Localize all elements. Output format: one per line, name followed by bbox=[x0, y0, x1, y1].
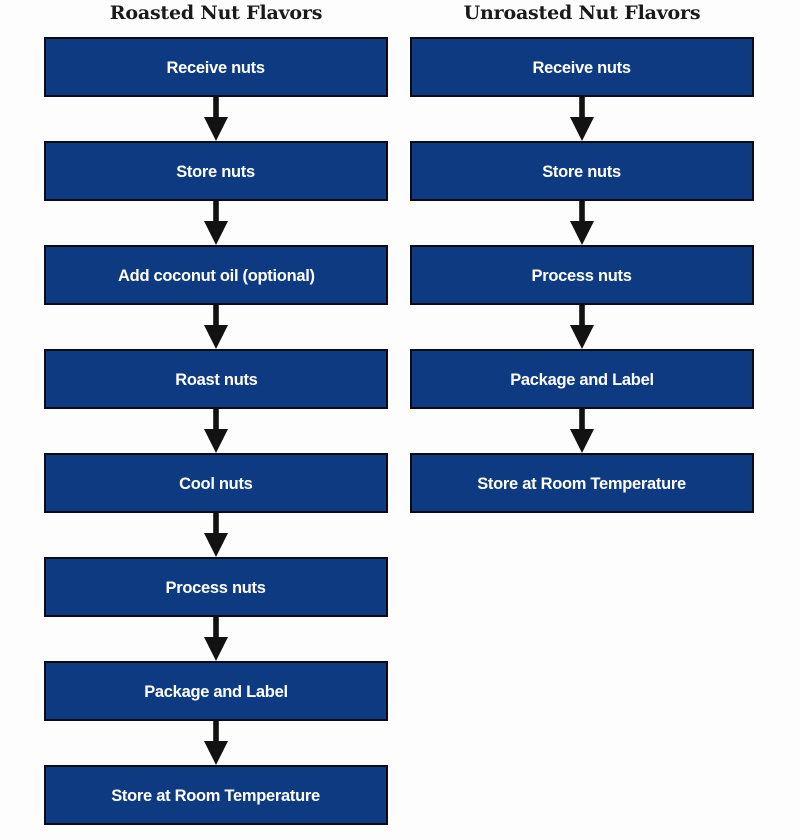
flow-arrow-roasted-4 bbox=[199, 409, 233, 453]
flow-arrow-roasted-3 bbox=[199, 305, 233, 349]
flow-node-label: Store at Room Temperature bbox=[477, 473, 687, 493]
flow-node-label: Cool nuts bbox=[179, 473, 253, 493]
flow-node-label: Process nuts bbox=[165, 577, 267, 597]
flow-node-label: Store nuts bbox=[542, 161, 622, 181]
flow-node-unroasted-1[interactable]: Receive nuts bbox=[410, 37, 754, 97]
flow-arrow-roasted-7 bbox=[199, 721, 233, 765]
flow-node-label: Roast nuts bbox=[174, 369, 258, 389]
flow-node-roasted-6[interactable]: Process nuts bbox=[44, 557, 388, 617]
flow-arrow-roasted-1 bbox=[199, 97, 233, 141]
flow-arrow-unroasted-1 bbox=[565, 97, 599, 141]
flow-node-roasted-5[interactable]: Cool nuts bbox=[44, 453, 388, 513]
flow-node-unroasted-3[interactable]: Process nuts bbox=[410, 245, 754, 305]
flow-node-unroasted-2[interactable]: Store nuts bbox=[410, 141, 754, 201]
flow-node-roasted-4[interactable]: Roast nuts bbox=[44, 349, 388, 409]
flow-node-label: Store nuts bbox=[176, 161, 256, 181]
flow-node-label: Store at Room Temperature bbox=[111, 785, 321, 805]
flow-arrow-unroasted-3 bbox=[565, 305, 599, 349]
flow-node-label: Package and Label bbox=[510, 369, 654, 389]
flow-node-roasted-7[interactable]: Package and Label bbox=[44, 661, 388, 721]
flow-node-label: Add coconut oil (optional) bbox=[117, 265, 315, 285]
column-title-unroasted: Unroasted Nut Flavors bbox=[463, 2, 701, 24]
flow-node-roasted-8[interactable]: Store at Room Temperature bbox=[44, 765, 388, 825]
flow-node-roasted-2[interactable]: Store nuts bbox=[44, 141, 388, 201]
flow-arrow-unroasted-2 bbox=[565, 201, 599, 245]
column-title-roasted: Roasted Nut Flavors bbox=[109, 2, 323, 24]
flow-arrow-unroasted-4 bbox=[565, 409, 599, 453]
flow-node-label: Process nuts bbox=[531, 265, 633, 285]
flow-node-unroasted-5[interactable]: Store at Room Temperature bbox=[410, 453, 754, 513]
flow-arrow-roasted-2 bbox=[199, 201, 233, 245]
flow-node-roasted-1[interactable]: Receive nuts bbox=[44, 37, 388, 97]
flow-arrow-roasted-6 bbox=[199, 617, 233, 661]
flow-node-label: Receive nuts bbox=[532, 57, 632, 77]
flow-arrow-roasted-5 bbox=[199, 513, 233, 557]
flow-node-label: Receive nuts bbox=[166, 57, 266, 77]
flow-node-label: Package and Label bbox=[144, 681, 288, 701]
flow-node-unroasted-4[interactable]: Package and Label bbox=[410, 349, 754, 409]
flow-node-roasted-3[interactable]: Add coconut oil (optional) bbox=[44, 245, 388, 305]
